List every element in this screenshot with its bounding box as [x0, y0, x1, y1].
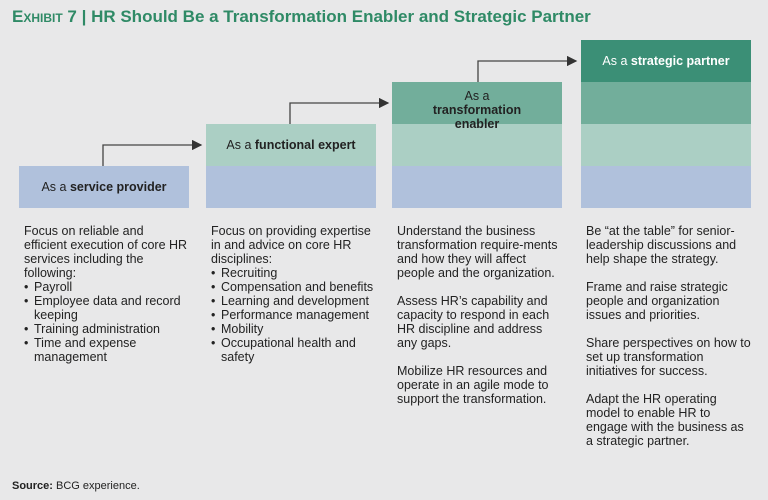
arrow-1 — [102, 139, 203, 166]
band-functional-expert — [206, 124, 376, 166]
band-mid — [581, 124, 751, 166]
exhibit-title: Exhibit 7 | HR Should Be a Transformatio… — [12, 7, 591, 26]
exhibit-number: Exhibit 7 — [12, 7, 77, 26]
band-transformation-enabler — [392, 82, 562, 124]
band-service-provider — [19, 166, 189, 208]
stage-label-transformation-enabler: As a transformation enabler — [432, 89, 522, 131]
arrow-2 — [289, 97, 390, 124]
description-functional-expert: Focus on providing expertise in and advi… — [211, 224, 376, 364]
description-transformation-enabler: Understand the business transformation r… — [397, 224, 558, 406]
description-service-provider: Focus on reliable and efficient executio… — [24, 224, 189, 364]
stage-label-service-provider: As a service provider — [41, 180, 167, 194]
band-strategic-partner — [581, 40, 751, 82]
title-text: HR Should Be a Transformation Enabler an… — [91, 7, 591, 26]
source-note: Source: BCG experience. — [12, 480, 140, 492]
stage-label-functional-expert: As a functional expert — [226, 138, 356, 152]
band-mid — [392, 124, 562, 166]
arrow-3 — [477, 55, 578, 82]
band-base — [206, 166, 376, 208]
description-strategic-partner: Be “at the table” for senior-leadership … — [586, 224, 751, 448]
band-upper — [581, 82, 751, 124]
stage-label-strategic-partner: As a strategic partner — [602, 54, 730, 68]
band-base — [392, 166, 562, 208]
band-base — [581, 166, 751, 208]
